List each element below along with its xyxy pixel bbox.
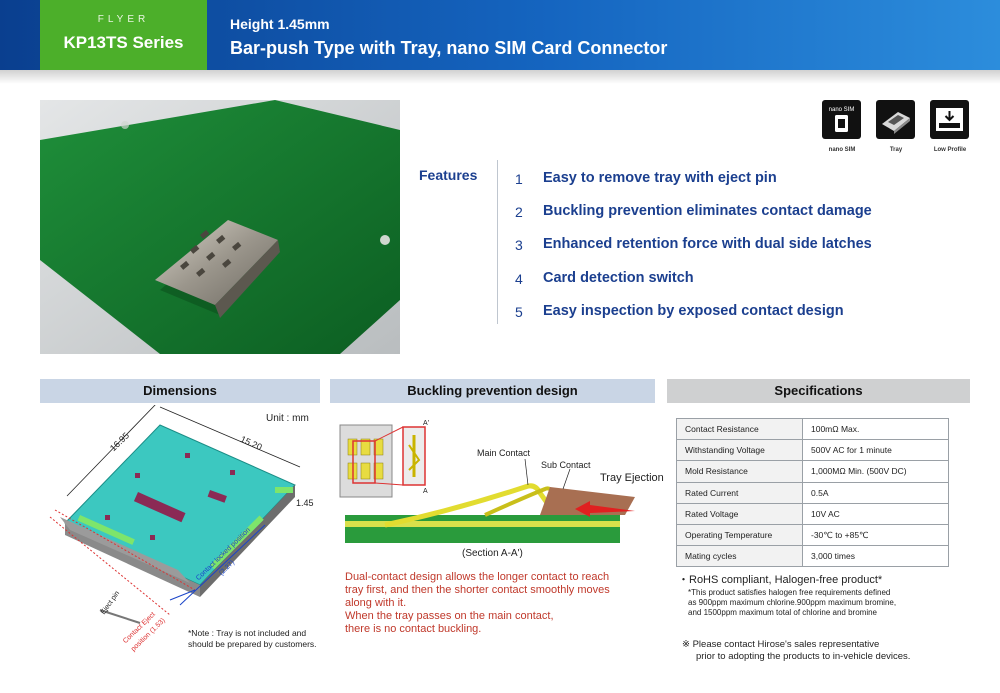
halogen-note-line: *This product satisfies halogen free req…: [688, 588, 891, 597]
header-banner: FLYER KP13TS Series Height 1.45mm Bar-pu…: [0, 0, 1000, 84]
contact-notice: ※ Please contact Hirose's sales represen…: [682, 639, 982, 663]
svg-text:nano SIM: nano SIM: [829, 107, 855, 113]
contact-notice-line: ※ Please contact Hirose's sales represen…: [682, 639, 880, 650]
product-photo: [40, 100, 400, 354]
nano-sim-icon: nano SIM: [822, 100, 861, 139]
buckling-title: Buckling prevention design: [330, 379, 655, 403]
flyer-label: FLYER: [97, 14, 150, 25]
buckling-description-line: Dual-contact design allows the longer co…: [345, 571, 610, 583]
spec-key: Mating cycles: [676, 545, 803, 568]
tray-label: Tray: [889, 147, 903, 153]
dimensions-drawing: [49, 405, 301, 624]
specifications-title: Specifications: [667, 379, 970, 403]
spec-value: 10V AC: [802, 502, 949, 525]
spec-key: Operating Temperature: [676, 523, 803, 547]
contact-notice-line: prior to adopting the products to in-veh…: [696, 651, 911, 662]
feature-number: 5: [515, 304, 523, 320]
halogen-note-line: and 1500ppm maximum total of chlorine an…: [688, 608, 877, 617]
dimension-height: 1.45: [296, 498, 314, 508]
halogen-note-line: as 900ppm maximum chlorine.900ppm maximu…: [688, 598, 897, 607]
feature-number: 1: [515, 171, 523, 187]
spec-value: 3,000 times: [802, 545, 949, 568]
series-name: KP13TS Series: [63, 33, 184, 52]
tray-note: *Note : Tray is not included and should …: [188, 628, 317, 650]
spec-value: 500V AC for 1 minute: [802, 439, 949, 462]
halogen-note: *This product satisfies halogen free req…: [688, 588, 968, 618]
buckling-drawing: A' A: [339, 420, 635, 543]
buckling-description: Dual-contact design allows the longer co…: [345, 571, 665, 636]
header-height: Height 1.45mm: [230, 16, 330, 32]
spec-value: -30℃ to +85℃: [802, 523, 949, 547]
feature-item: Easy to remove tray with eject pin: [543, 170, 777, 186]
feature-item: Enhanced retention force with dual side …: [543, 236, 872, 252]
feature-number: 2: [515, 204, 523, 220]
flyer-badge: FLYER KP13TS Series: [40, 0, 207, 70]
spec-key: Mold Resistance: [676, 460, 803, 483]
feature-item: Buckling prevention eliminates contact d…: [543, 203, 872, 219]
buckling-description-line: tray first, and then the shorter contact…: [345, 584, 610, 596]
svg-text:A: A: [423, 488, 428, 495]
feature-number: 3: [515, 237, 523, 253]
dimensions-title: Dimensions: [40, 379, 320, 403]
page-title: Bar-push Type with Tray, nano SIM Card C…: [230, 38, 668, 58]
feature-item: Card detection switch: [543, 270, 694, 286]
low-profile-label: Low Profile: [933, 147, 967, 153]
sub-contact-label: Sub Contact: [541, 460, 591, 470]
spec-value: 1,000MΩ Min. (500V DC): [802, 460, 949, 483]
features-divider: [497, 160, 498, 324]
main-contact-label: Main Contact: [477, 448, 531, 458]
feature-number: 4: [515, 271, 523, 287]
table-row: Operating Temperature-30℃ to +85℃: [676, 523, 949, 547]
tray-note-line: should be prepared by customers.: [188, 639, 317, 649]
spec-value: 0.5A: [802, 481, 949, 504]
spec-key: Rated Current: [676, 481, 803, 504]
tray-ejection-label: Tray Ejection: [600, 472, 664, 484]
low-profile-icon: [930, 100, 969, 139]
svg-text:A': A': [423, 420, 429, 427]
tray-note-line: *Note : Tray is not included and: [188, 628, 307, 638]
tray-icon: [876, 100, 915, 139]
features-title: Features: [419, 167, 478, 183]
unit-label: Unit : mm: [266, 413, 309, 424]
feature-item: Easy inspection by exposed contact desig…: [543, 303, 844, 319]
spec-key: Withstanding Voltage: [676, 439, 803, 462]
buckling-description-line: along with it.: [345, 597, 407, 609]
section-label: (Section A-A'): [462, 548, 523, 559]
buckling-description-line: When the tray passes on the main contact…: [345, 610, 554, 622]
spec-key: Contact Resistance: [676, 417, 803, 441]
spec-key: Rated Voltage: [676, 502, 803, 525]
nano-sim-label: nano SIM: [828, 147, 856, 153]
buckling-description-line: there is no contact buckling.: [345, 623, 482, 635]
spec-value: 100mΩ Max.: [802, 417, 949, 441]
rohs-statement: ・RoHS compliant, Halogen-free product*: [678, 574, 883, 586]
